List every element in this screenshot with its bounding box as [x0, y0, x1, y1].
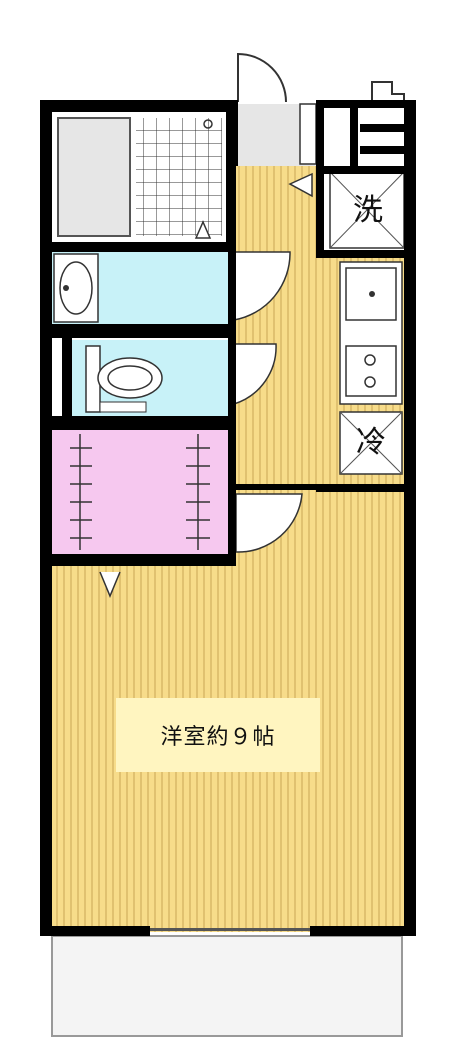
- sink-drain-icon: [369, 291, 375, 297]
- shower-head-icon: [203, 119, 213, 129]
- hallway-floor: [232, 164, 316, 494]
- walls: [40, 100, 416, 936]
- stove-icon: [345, 345, 397, 397]
- pipe-bar-2: [360, 146, 404, 154]
- washbasin-counter: [53, 253, 99, 323]
- toilet-door-swing: [233, 343, 277, 406]
- western-room-label-text: 洋室約９帖: [160, 725, 276, 750]
- washer-mark: 洗: [353, 193, 383, 228]
- washer-cross-2: [329, 171, 405, 249]
- burner-icon-1: [364, 354, 376, 366]
- fridge-mark: 冷: [356, 425, 386, 460]
- pipe-bar-1: [360, 124, 404, 132]
- balcony: [51, 935, 403, 1037]
- meter-box: [371, 81, 405, 104]
- western-room-label: 洋室約９帖: [116, 698, 320, 772]
- entrance-storage: [299, 103, 317, 165]
- fridge-cross-2: [339, 411, 403, 475]
- toilet-seat-icon: [107, 365, 153, 391]
- closet-rail-left: [70, 434, 92, 550]
- room-door-swing: [235, 493, 303, 553]
- kitchen-sink-icon: [345, 267, 397, 321]
- washbasin-icon: [59, 261, 93, 315]
- faucet-icon: [63, 285, 69, 291]
- washroom-door-swing: [233, 251, 291, 321]
- closet-door-marker: [99, 571, 121, 598]
- drain-icon: [194, 220, 212, 239]
- burner-icon-2: [364, 376, 376, 388]
- bathtub: [57, 117, 131, 237]
- entrance-door-swing: [237, 52, 287, 103]
- kitchen-door-marker: [288, 172, 313, 198]
- toilet-bowl-icon: [97, 357, 163, 399]
- toilet-step: [99, 401, 147, 413]
- closet-rail-right: [186, 434, 210, 550]
- shower-area: [136, 118, 222, 236]
